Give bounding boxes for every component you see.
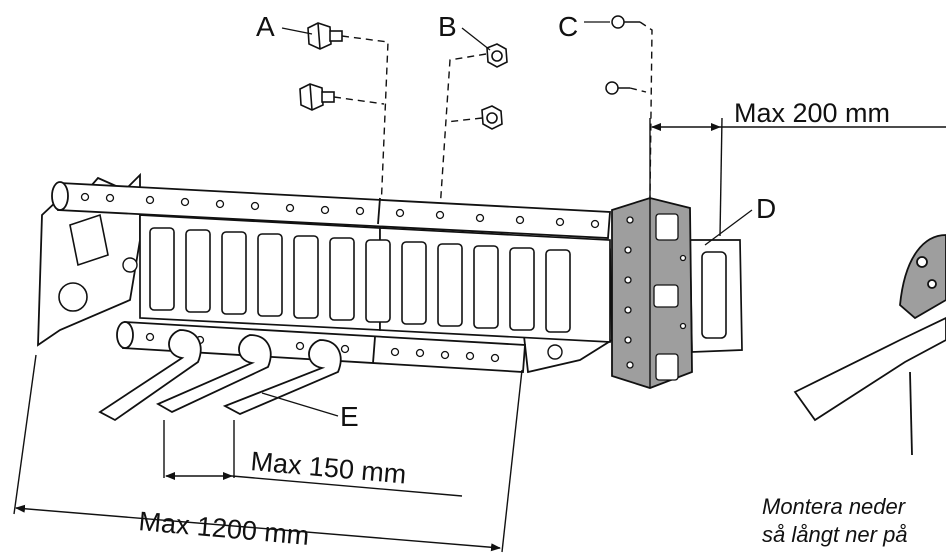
note-line-1: Montera neder [762, 494, 906, 519]
dimension-lines [13, 117, 946, 553]
detail-view [793, 234, 946, 456]
tines-e [98, 329, 342, 422]
screw-c-upper [611, 15, 640, 29]
callout-d: D [756, 193, 776, 224]
left-clip [69, 213, 109, 267]
bolt-a-upper [307, 22, 343, 50]
nut-b-lower [481, 105, 503, 130]
upper-tube-holes [80, 192, 600, 229]
plate-d [611, 197, 693, 389]
callout-a: A [256, 11, 275, 42]
note-line-2: så långt ner på [762, 522, 908, 547]
callout-c: C [558, 11, 578, 42]
leader-lines [261, 21, 753, 417]
dimension-max-200: Max 200 mm [734, 98, 890, 128]
dimension-max-150: Max 150 mm [249, 446, 407, 489]
slots [149, 227, 571, 333]
screw-c-lower [605, 81, 630, 95]
upper-tube [51, 181, 611, 239]
bolt-a-lower [299, 83, 335, 111]
plate-d-features [624, 213, 687, 381]
callout-e: E [340, 401, 359, 432]
callout-b: B [438, 11, 457, 42]
nut-b-upper [486, 43, 508, 68]
dimension-max-1200: Max 1200 mm [137, 506, 310, 551]
